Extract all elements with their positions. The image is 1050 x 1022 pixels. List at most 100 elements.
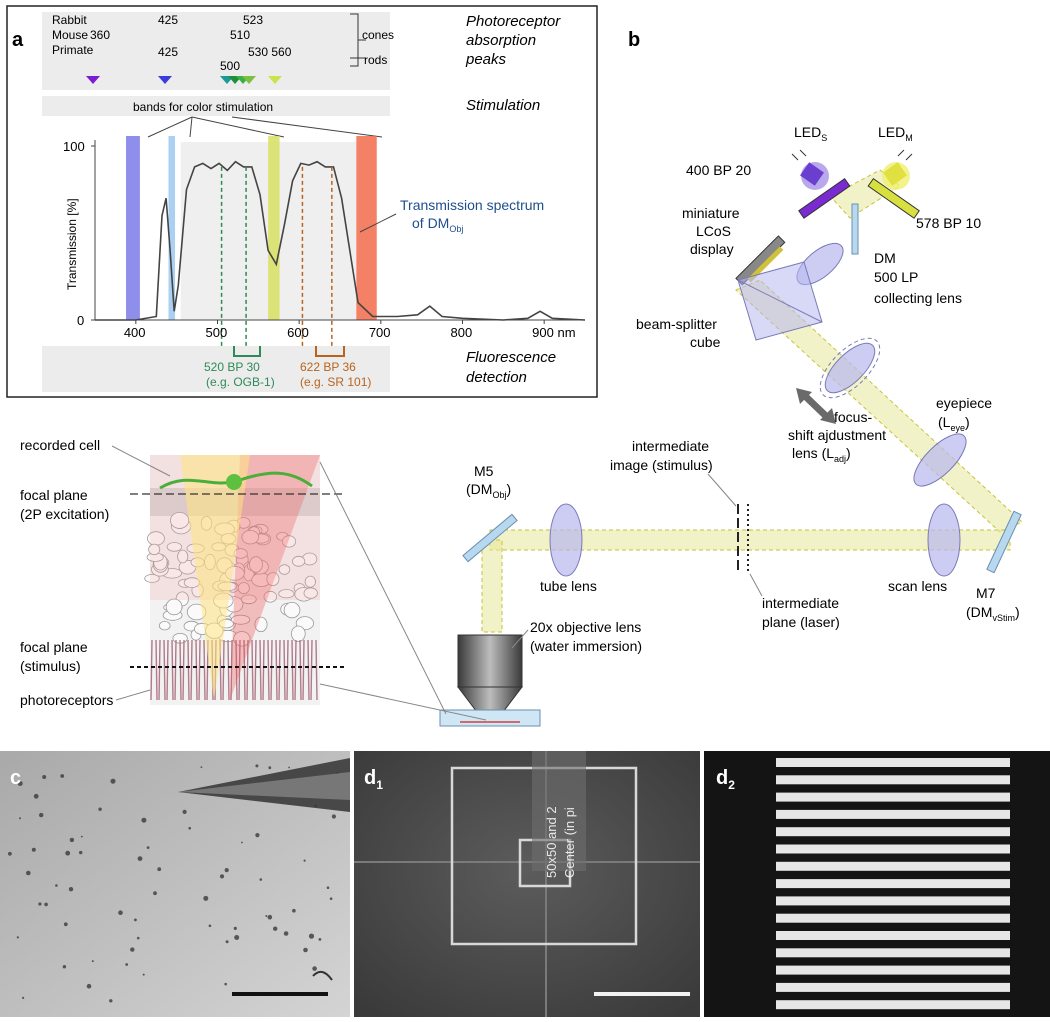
objective-pointer: [511, 629, 529, 649]
retina-cell: [254, 616, 268, 633]
eyepiece-label: eyepiece: [936, 395, 992, 411]
cube-diagonal: [737, 279, 823, 323]
rods-label: rods: [364, 53, 387, 67]
debris-dot: [312, 966, 317, 971]
debris-dot: [55, 884, 58, 887]
peak-markers: [86, 76, 282, 84]
debris-dot: [157, 867, 162, 872]
fluorescence-band-bg: [42, 346, 390, 392]
led-m: [882, 149, 913, 190]
photoreceptor-cell: [227, 639, 230, 701]
debris-dot: [303, 859, 306, 862]
beam-splitter-label-2: cube: [690, 334, 721, 350]
debris-dot: [44, 902, 48, 907]
photoreceptors-pointer: [115, 689, 151, 701]
debris-dot: [225, 940, 229, 944]
beam-vertical: [481, 539, 503, 633]
y-tick-label: 100: [63, 139, 85, 154]
panel-d1-image: 50x50 and 2 Center (in pi: [354, 751, 700, 1017]
debris-dot: [233, 926, 237, 931]
grating-stripe: [776, 1000, 1010, 1010]
focus-shift-label-3: lens (Ladj): [792, 445, 851, 464]
intermediate-image-label-2: image (stimulus): [610, 457, 713, 473]
spectrum-label-line-1: Transmission spectrum: [400, 197, 544, 213]
photoreceptor-cell: [254, 639, 257, 701]
photoreceptor-cell: [270, 639, 273, 701]
panel-d2-image: [704, 751, 1050, 1017]
debris-dot: [134, 918, 137, 922]
overlay-text-bg: [532, 751, 586, 871]
recorded-cell-pointer: [111, 445, 171, 477]
peak-mouse-510: 510: [230, 28, 250, 42]
debris-dot: [326, 886, 330, 889]
tube-lens: [549, 503, 583, 577]
peak-primate-425: 425: [158, 45, 178, 59]
photoreceptor-cell: [307, 639, 310, 701]
scale-bar-d1: [594, 992, 690, 996]
focal-plane-stim-label-1: focal plane: [20, 639, 88, 655]
filter-400-label: 400 BP 20: [686, 162, 751, 178]
intermediate-plane-pointer: [749, 573, 763, 597]
eyepiece-lens: [913, 433, 967, 487]
photoreceptors-label: photoreceptors: [20, 692, 113, 708]
debris-dot: [153, 891, 157, 896]
grating-stripe: [776, 775, 1010, 785]
photoreceptor-cell: [195, 639, 198, 701]
photoreceptor-cell: [171, 639, 174, 701]
fluorescence-heading-line-2: detection: [466, 369, 527, 386]
photoreceptor-cell: [278, 639, 281, 701]
photoreceptor-cell: [238, 639, 241, 701]
debris-dot: [224, 868, 229, 873]
debris-dot: [265, 915, 268, 917]
overlay-text-line-2: Center (in pi: [562, 807, 577, 878]
stimulation-band-bg: [42, 96, 390, 116]
panel-d1-label: d1: [364, 767, 383, 792]
photoreceptor-cell: [302, 639, 305, 701]
photoreceptor-cell: [283, 639, 286, 701]
retina-schematic: [130, 455, 487, 721]
debris-dot: [98, 807, 102, 811]
debris-dot: [241, 841, 243, 844]
filter-578: [867, 177, 920, 219]
debris-dot: [63, 922, 68, 927]
retina-cell: [304, 575, 316, 588]
debris-dot: [234, 935, 240, 940]
photoreceptor-cell: [203, 639, 206, 701]
collecting-lens-label: collecting lens: [874, 290, 962, 306]
green-filter-bracket: [233, 346, 261, 357]
peak-rabbit-425: 425: [158, 13, 178, 27]
debris-dot: [329, 897, 333, 900]
grating-stripe: [776, 948, 1010, 958]
overlay-text-line-1: 50x50 and 2: [544, 806, 559, 878]
photoreceptor-cell: [163, 639, 166, 701]
zoom-line-top: [319, 461, 447, 715]
beam-led-path: [829, 169, 901, 219]
debris-dot: [188, 826, 191, 830]
band-blue: [168, 136, 176, 320]
debris-dot: [19, 817, 21, 820]
focus-shift-label-1: focus-: [834, 409, 872, 425]
lcos-label-2: LCoS: [696, 223, 731, 239]
debris-dot: [331, 814, 336, 819]
stimulus-light-cone: [230, 455, 320, 700]
retina-cell: [266, 572, 280, 586]
peak-marker-360: [86, 76, 100, 84]
grating-stripe: [776, 931, 1010, 940]
focus-shift-arrow-head-1: [796, 388, 812, 404]
photoreceptor-heading-line-3: peaks: [465, 51, 507, 68]
debris-dot: [7, 851, 12, 856]
photoreceptor-cell: [262, 639, 265, 701]
focal-plane-2p-label-2: (2P excitation): [20, 506, 109, 522]
photoreceptor-table-bg: [42, 12, 390, 90]
recorded-cell-soma: [226, 474, 242, 490]
retina-cell: [278, 564, 291, 575]
bands-callout-lines: [147, 116, 383, 138]
debris-dot: [303, 947, 308, 953]
m7-sub-label: (DMvStim): [966, 604, 1020, 623]
retina-cell: [241, 530, 260, 545]
spectrum-label-pointer: [359, 213, 397, 233]
lcos-label-1: miniature: [682, 205, 740, 221]
debris-dot: [136, 936, 140, 940]
band-red: [356, 136, 377, 320]
debris-dot: [38, 902, 42, 906]
